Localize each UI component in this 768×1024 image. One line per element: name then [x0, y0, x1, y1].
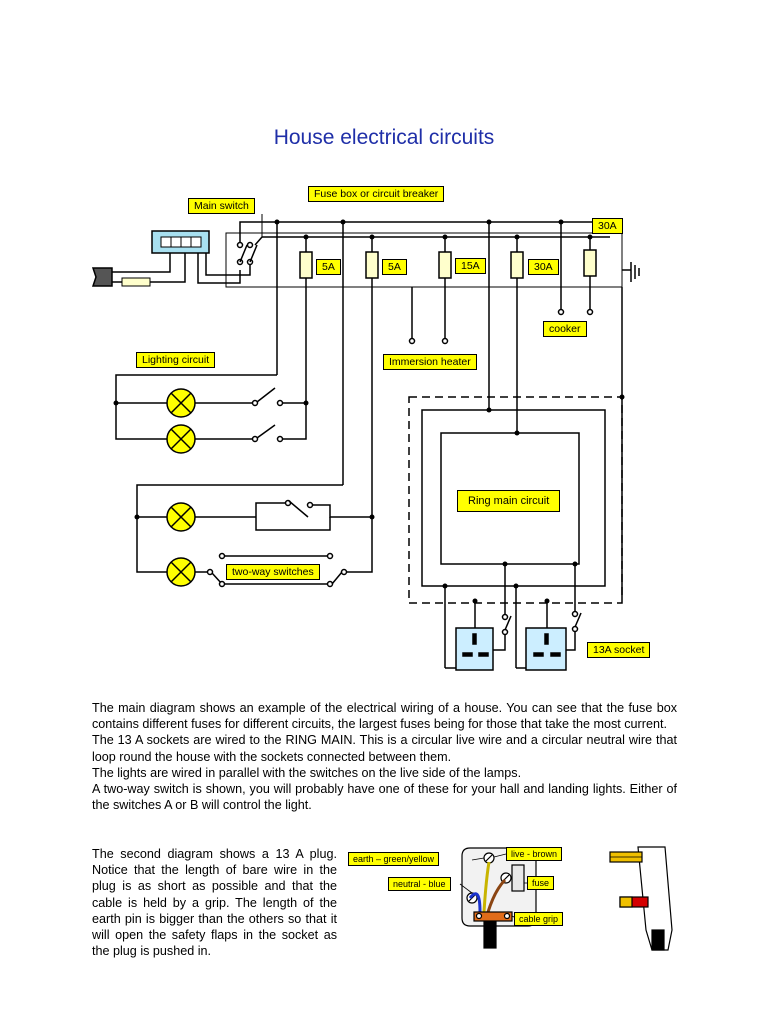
ring-main-label: Ring main circuit	[457, 490, 561, 512]
two-way-switches-label: two-way switches	[226, 564, 320, 580]
explanation-p4: A two-way switch is shown, you will prob…	[92, 782, 677, 813]
immersion-heater-label: Immersion heater	[383, 354, 477, 370]
ring-main	[408, 396, 623, 668]
fuse-box-outline	[225, 232, 623, 288]
plug-explanation-text: The second diagram shows a 13 A plug. No…	[92, 847, 337, 959]
fuse-15a-label: 15A	[455, 258, 486, 274]
fuse-30a-top-label: 30A	[592, 218, 623, 234]
lighting-circuit	[113, 374, 309, 454]
fuse-5a-label-1: 5A	[316, 259, 341, 275]
explanation-p2: The 13 A sockets are wired to the RING M…	[92, 733, 677, 764]
earth-wire-label: earth – green/yellow	[348, 852, 440, 866]
fuse-label: fuse	[527, 876, 555, 890]
earth-symbol	[619, 262, 640, 600]
lighting-circuit-label: Lighting circuit	[136, 352, 216, 368]
electricity-meter	[150, 230, 251, 284]
explanation-p3: The lights are wired in parallel with th…	[92, 765, 522, 780]
neutral-lines	[276, 222, 594, 485]
explanation-p1: The main diagram shows an example of the…	[92, 701, 677, 732]
fuse-5a-label-2: 5A	[382, 259, 407, 275]
cooker-label: cooker	[543, 321, 587, 337]
incoming-cable	[91, 267, 151, 287]
page-title: House electrical circuits	[273, 126, 495, 149]
socket-13a-label: 13A socket	[587, 642, 651, 658]
fuse-box-label: Fuse box or circuit breaker	[308, 186, 445, 202]
neutral-wire-label: neutral - blue	[388, 877, 451, 891]
cable-grip-label: cable grip	[514, 912, 564, 926]
two-way-lighting-circuit	[134, 484, 375, 588]
live-wire-label: live - brown	[506, 847, 563, 861]
main-switch-label: Main switch	[188, 198, 255, 214]
fuses	[299, 237, 597, 517]
fuse-30a-label: 30A	[528, 259, 559, 275]
explanation-text: The main diagram shows an example of the…	[92, 700, 677, 813]
sockets	[445, 598, 582, 671]
